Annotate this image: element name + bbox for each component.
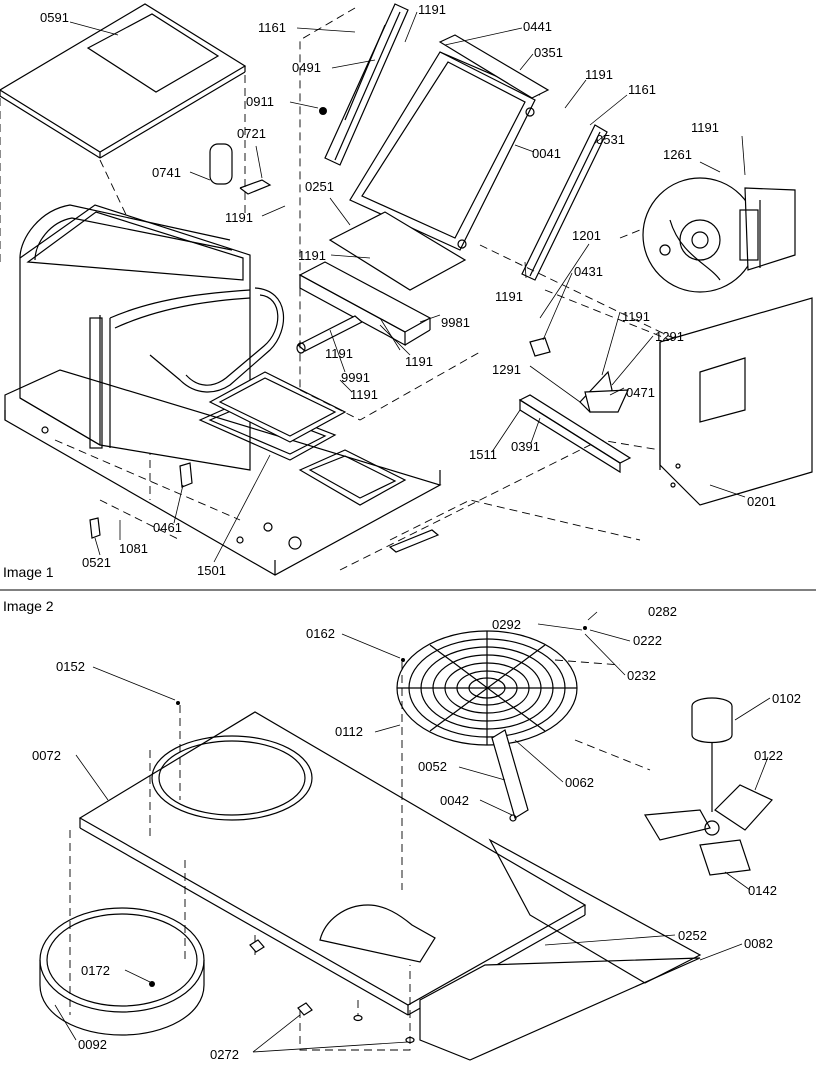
callout-label: 0252 [678, 928, 707, 943]
callout-label: 0052 [418, 759, 447, 774]
bracket [328, 211, 467, 291]
drain-rail [518, 370, 632, 474]
side-rail-right [521, 124, 608, 281]
callout-label: 1191 [691, 120, 719, 135]
callout-label: 0102 [772, 691, 801, 706]
side-panel [659, 297, 813, 506]
callout-label: 1201 [572, 228, 601, 243]
callout-label: 1191 [405, 354, 433, 369]
callout-label: 1161 [258, 20, 286, 35]
cabinet-frame [19, 204, 285, 471]
panel-2-callouts: 0162 0292 0282 0222 0232 0152 0102 0072 … [32, 604, 801, 1062]
base-pan [4, 369, 442, 576]
callout-label: 0391 [511, 439, 540, 454]
top-panel [0, 3, 247, 159]
panel-2-drawing [39, 611, 773, 1061]
callout-label: 1191 [495, 289, 523, 304]
callout-label: 0521 [82, 555, 111, 570]
callout-label: 0282 [648, 604, 677, 619]
callout-label: 0172 [81, 963, 110, 978]
callout-label: 0232 [627, 668, 656, 683]
callout-label: 0351 [534, 45, 563, 60]
callout-label: 0272 [210, 1047, 239, 1062]
fan-guard [396, 630, 578, 746]
orifice-ring [39, 907, 205, 1036]
small-part-0721 [239, 179, 272, 195]
callout-label: 0591 [40, 10, 69, 25]
callout-label: 1191 [622, 309, 650, 324]
small-part-0521 [89, 517, 101, 539]
callout-label: 1161 [628, 82, 656, 97]
coil-assembly [349, 51, 541, 251]
callout-label: 0072 [32, 748, 61, 763]
mount-pad-a [249, 939, 265, 953]
callout-label: 0142 [748, 883, 777, 898]
callout-label: 0152 [56, 659, 85, 674]
callout-label: 9991 [341, 370, 370, 385]
callout-label: 0222 [633, 633, 662, 648]
callout-label: 0471 [626, 385, 655, 400]
callout-label: 0092 [78, 1037, 107, 1052]
callout-label: 0441 [523, 19, 552, 34]
callout-label: 0042 [440, 793, 469, 808]
callout-label: 0112 [335, 724, 363, 739]
callout-label: 1191 [418, 2, 446, 17]
callout-label: 1511 [469, 447, 497, 462]
callout-label: 1291 [655, 329, 684, 344]
callout-label: 0431 [574, 264, 603, 279]
panel-2-label: Image 2 [3, 598, 54, 614]
fan-motor [691, 697, 733, 812]
callout-label: 1191 [325, 346, 353, 361]
fan-blade-assembly [643, 784, 773, 876]
callout-label: 0491 [292, 60, 321, 75]
small-part-0911 [319, 107, 327, 115]
callout-label: 1191 [350, 387, 378, 402]
callout-label: 0201 [747, 494, 776, 509]
small-part-0461 [179, 462, 193, 488]
callout-label: 0292 [492, 617, 521, 632]
callout-label: 1191 [298, 248, 326, 263]
callout-label: 0162 [306, 626, 335, 641]
callout-label: 9981 [441, 315, 470, 330]
callout-label: 0721 [237, 126, 266, 141]
fan-bracket [491, 729, 529, 819]
callout-label: 0082 [744, 936, 773, 951]
small-part-strip [388, 529, 440, 553]
panel-1-callouts: 0591 1161 1191 0441 0351 1191 1161 0491 … [40, 2, 776, 578]
side-rail-left [324, 3, 409, 166]
mount-pad-b [297, 1002, 313, 1016]
callout-label: 0122 [754, 748, 783, 763]
panel-1-label: Image 1 [3, 564, 54, 580]
callout-label: 1261 [663, 147, 692, 162]
callout-label: 0041 [532, 146, 561, 161]
small-part-0741 [209, 143, 233, 185]
callout-label: 1191 [225, 210, 253, 225]
callout-label: 0911 [246, 94, 274, 109]
base-plate [419, 957, 701, 1061]
panel-1-drawing [0, 3, 813, 576]
base-rail-assembly [296, 261, 432, 354]
callout-label: 1291 [492, 362, 521, 377]
callout-label: 0461 [153, 520, 182, 535]
callout-label: 0062 [565, 775, 594, 790]
callout-label: 1191 [585, 67, 613, 82]
callout-label: 0531 [596, 132, 625, 147]
callout-label: 0251 [305, 179, 334, 194]
callout-label: 1501 [197, 563, 226, 578]
top-rail [438, 34, 550, 99]
small-part-0431 [529, 337, 551, 357]
callout-label: 0741 [152, 165, 181, 180]
blower-assembly [642, 177, 796, 293]
callout-label: 1081 [119, 541, 148, 556]
